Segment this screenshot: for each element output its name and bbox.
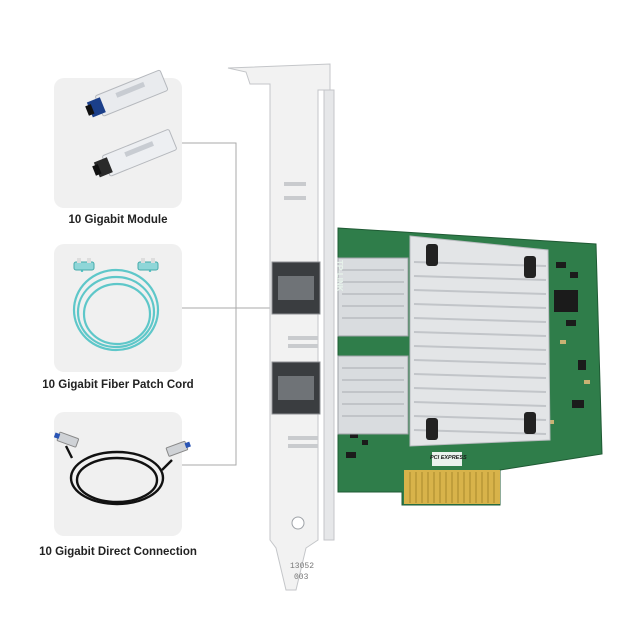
sfp-cage-1 (337, 257, 409, 337)
pci-express-label: PCI EXPRESS (430, 455, 467, 461)
network-card (337, 227, 603, 506)
dac-panel (54, 412, 182, 536)
sfp-module-icon (85, 69, 177, 178)
sfp-cage-2 (337, 355, 409, 435)
bracket-code-2: 003 (294, 573, 309, 582)
fiber-cord-icon (72, 258, 160, 352)
module-caption: 10 Gigabit Module (68, 214, 168, 226)
card-brand-label: TP-LINK (335, 260, 344, 292)
dac-cable-icon (53, 431, 191, 506)
bracket-code: 13052 (290, 562, 315, 571)
pci-bracket (227, 63, 335, 591)
connector-lines (182, 142, 272, 466)
fiber-cord-caption: 10 Gigabit Fiber Patch Cord (42, 379, 194, 391)
heatsink (409, 235, 551, 447)
pci-connector (404, 470, 500, 504)
dac-caption: 10 Gigabit Direct Connection (39, 546, 197, 558)
